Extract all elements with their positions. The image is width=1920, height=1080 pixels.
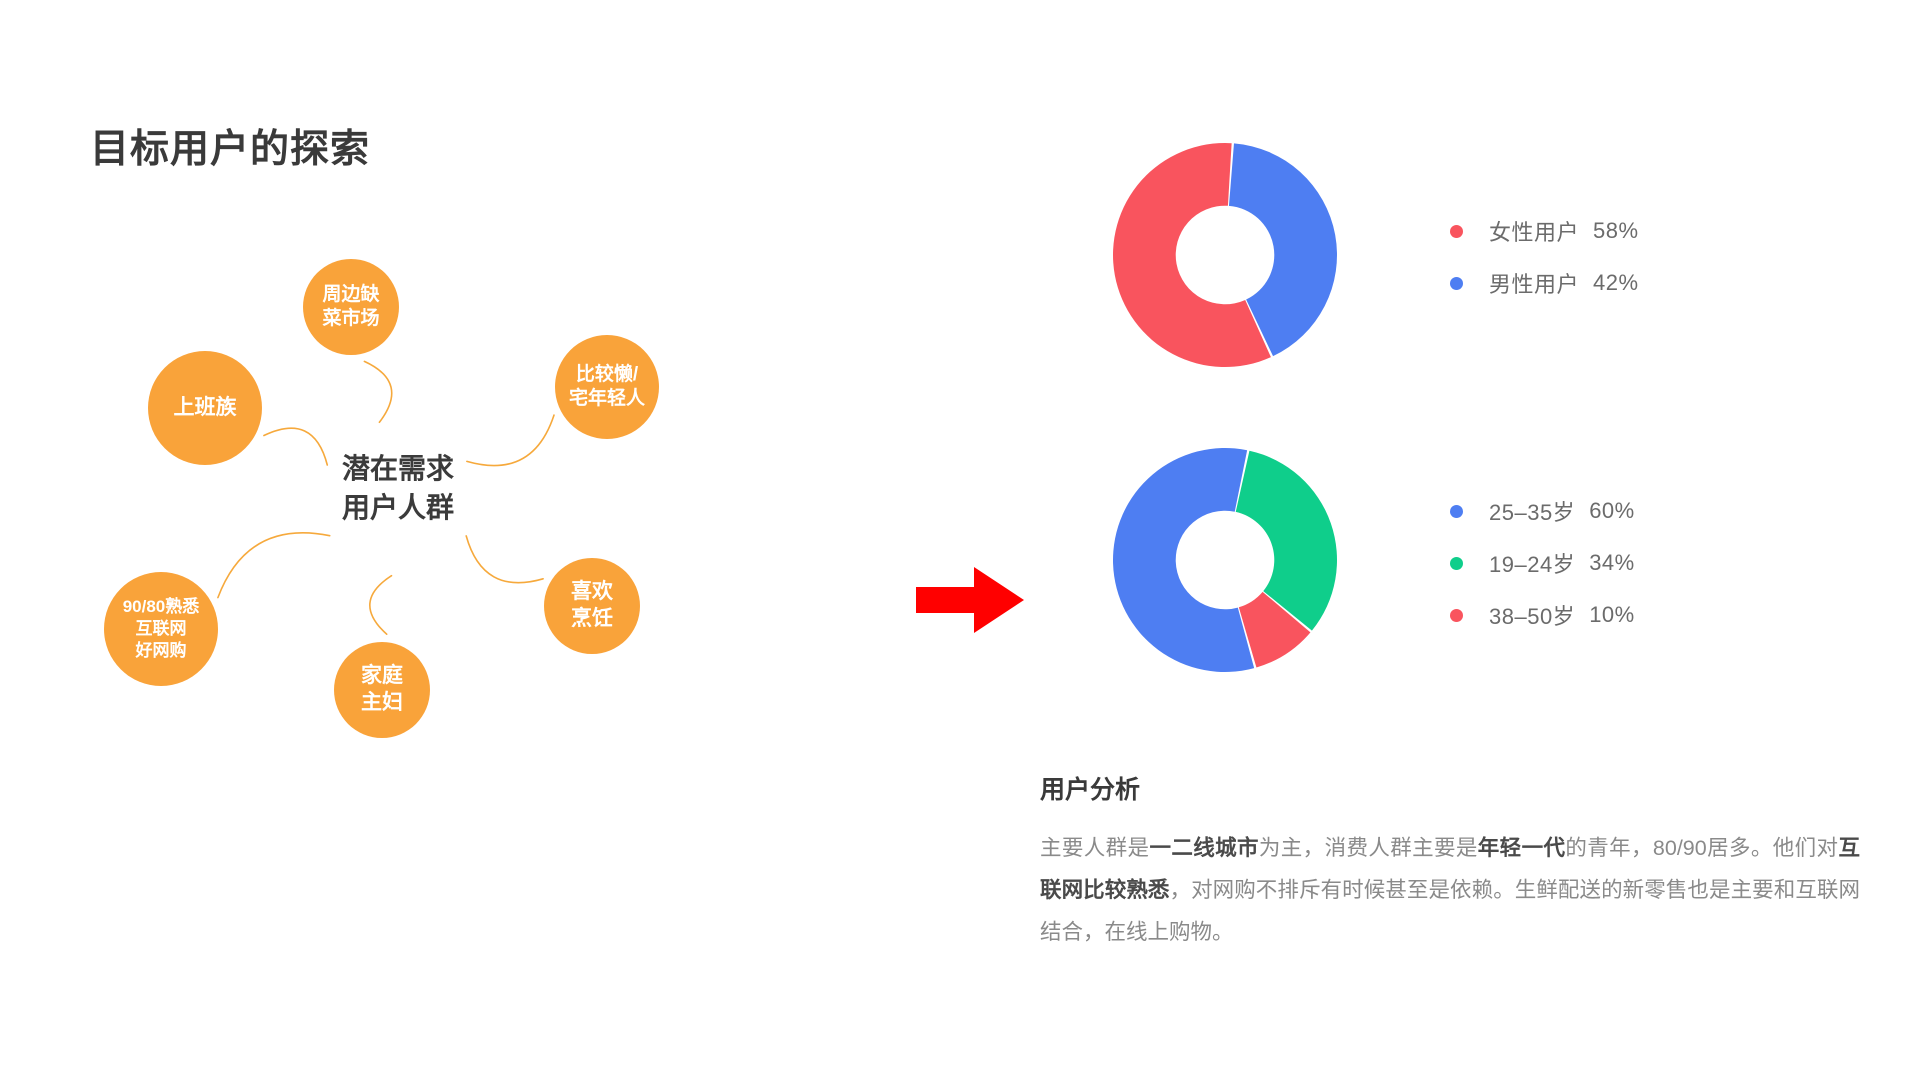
analysis-text: 的青年，80/90居多。他们对	[1565, 836, 1839, 860]
mindmap-node-label: 喜欢 烹饪	[571, 580, 613, 630]
legend-dot-icon	[1450, 224, 1463, 238]
legend-dot-icon	[1450, 276, 1463, 290]
legend-dot-icon	[1450, 608, 1463, 622]
mindmap-connector	[369, 574, 393, 635]
legend-value: 34%	[1589, 550, 1635, 575]
legend-label: 女性用户	[1489, 220, 1580, 245]
mindmap-connector	[465, 535, 544, 584]
age-legend: 25–35岁 60% 19–24岁 34% 38–50岁 10%	[1450, 485, 1635, 641]
analysis-heading: 用户分析	[1040, 776, 1141, 804]
legend-dot-icon	[1450, 556, 1463, 570]
legend-item: 女性用户 58%	[1450, 205, 1639, 257]
age-chart-block: 25–35岁 60% 19–24岁 34% 38–50岁 10%	[1040, 435, 1860, 735]
gender-chart-block: 女性用户 58% 男性用户 42%	[1040, 130, 1860, 410]
mindmap-connector	[217, 532, 331, 599]
analysis-text: ，对网购不排斥有时候甚至是依赖。生鲜配送的新零售也是主要和互联网结合，在线上购物…	[1040, 877, 1860, 944]
legend-label: 38–50岁	[1489, 604, 1576, 629]
mindmap-node-jiulingbaling[interactable]: 90/80熟悉 互联网 好网购	[104, 572, 218, 686]
mindmap-node-label: 上班族	[173, 395, 237, 419]
donut-slice-38–50岁	[1238, 591, 1311, 668]
age-donut-chart	[1100, 435, 1350, 685]
mindmap-node-zhoubian[interactable]: 周边缺 菜市场	[303, 259, 399, 355]
legend-label: 19–24岁	[1489, 552, 1576, 577]
analysis-emphasis: 一二线城市	[1149, 836, 1259, 860]
legend-item: 19–24岁 34%	[1450, 537, 1635, 589]
analysis-section: 用户分析 主要人群是一二线城市为主，消费人群主要是年轻一代的青年，80/90居多…	[1040, 770, 1860, 954]
legend-item: 38–50岁 10%	[1450, 589, 1635, 641]
legend-item: 25–35岁 60%	[1450, 485, 1635, 537]
legend-value: 58%	[1593, 218, 1639, 243]
page-title: 目标用户的探索	[90, 128, 371, 171]
mindmap-node-xihuan[interactable]: 喜欢 烹饪	[544, 558, 640, 654]
analysis-body: 主要人群是一二线城市为主，消费人群主要是年轻一代的青年，80/90居多。他们对互…	[1040, 828, 1860, 954]
legend-label: 25–35岁	[1489, 500, 1576, 525]
analysis-text: 主要人群是	[1040, 836, 1150, 860]
mindmap-node-label: 周边缺 菜市场	[322, 283, 380, 329]
mindmap-connector	[363, 360, 393, 424]
analysis-emphasis: 年轻一代	[1477, 836, 1566, 860]
legend-value: 42%	[1593, 270, 1639, 295]
donut-slice-25–35岁	[1113, 448, 1255, 672]
donut-slice-19–24岁	[1235, 450, 1337, 631]
legend-value: 10%	[1589, 602, 1635, 627]
age-donut-svg	[1113, 448, 1337, 672]
mindmap-node-jiating[interactable]: 家庭 主妇	[334, 642, 430, 738]
mindmap-node-label: 家庭 主妇	[361, 664, 403, 714]
gender-donut-svg	[1113, 143, 1337, 367]
gender-donut-chart	[1100, 130, 1350, 380]
analysis-emphasis: 互联网比较熟悉	[1040, 836, 1860, 902]
right-arrow-icon	[916, 567, 1024, 633]
mindmap-center-label: 潜在需求 用户人群	[341, 453, 454, 523]
donut-slice-女性用户	[1113, 143, 1271, 367]
mindmap-node-label: 比较懒/ 宅年轻人	[568, 363, 645, 409]
mindmap-node-label: 90/80熟悉 互联网 好网购	[122, 597, 200, 660]
right-panel: 女性用户 58% 男性用户 42% 25–35岁 60% 1	[1040, 130, 1860, 960]
donut-slice-男性用户	[1228, 143, 1337, 357]
mindmap-node-bijiaolan[interactable]: 比较懒/ 宅年轻人	[555, 335, 659, 439]
analysis-text: 为主，消费人群主要是	[1258, 836, 1478, 860]
legend-item: 男性用户 42%	[1450, 257, 1639, 309]
legend-value: 60%	[1589, 498, 1635, 523]
legend-dot-icon	[1450, 504, 1463, 518]
gender-legend: 女性用户 58% 男性用户 42%	[1450, 205, 1639, 309]
mindmap-node-shangbanzu[interactable]: 上班族	[148, 351, 262, 465]
mindmap-diagram: 潜在需求 用户人群 周边缺 菜市场上班族 比较懒/ 宅年轻人家庭 主妇 喜欢 烹饪 9…	[60, 240, 920, 940]
legend-label: 男性用户	[1489, 272, 1580, 297]
